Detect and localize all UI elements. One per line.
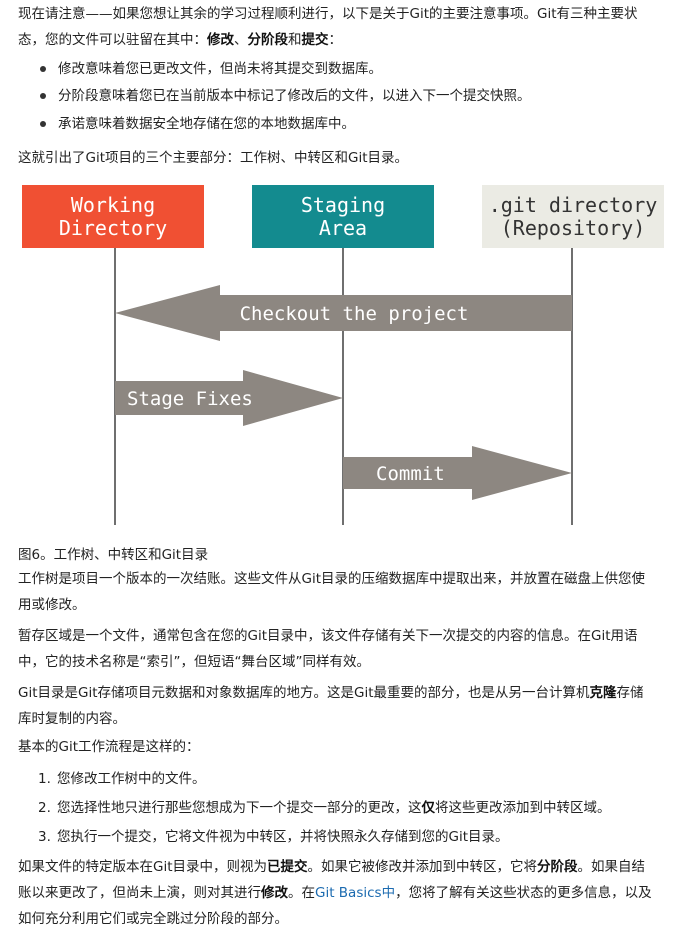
checkout-label: Checkout the project bbox=[240, 303, 469, 325]
commit-label: Commit bbox=[376, 463, 445, 485]
list-item: 1.您修改工作树中的文件。 bbox=[38, 771, 206, 787]
intro-paragraph: 现在请注意——如果您想让其余的学习过程顺利进行，以下是关于Git的主要注意事项。… bbox=[18, 1, 678, 53]
working-directory-box bbox=[22, 185, 204, 248]
list-item: 分阶段意味着您已在当前版本中标记了修改后的文件，以进入下一个提交快照。 bbox=[18, 86, 658, 106]
state-committed-term: 提交 bbox=[301, 32, 329, 48]
list-item: 修改意味着您已更改文件，但尚未将其提交到数据库。 bbox=[18, 59, 658, 79]
repository-label-1: .git directory bbox=[489, 193, 658, 217]
working-directory-label-2: Directory bbox=[59, 216, 167, 240]
intro-line-2: 态，您的文件可以驻留在其中：修改、分阶段和提交： bbox=[18, 32, 342, 48]
list-item: 承诺意味着数据安全地存储在您的本地数据库中。 bbox=[18, 114, 658, 134]
sections-intro: 这就引出了Git项目的三个主要部分：工作树、中转区和Git目录。 bbox=[18, 150, 409, 166]
staging-area-box bbox=[252, 185, 434, 248]
workflow-steps: 1.您修改工作树中的文件。 2.您选择性地只进行那些您想成为下一个提交一部分的更… bbox=[18, 769, 678, 847]
staging-area-label-1: Staging bbox=[301, 193, 385, 217]
states-list: 修改意味着您已更改文件，但尚未将其提交到数据库。 分阶段意味着您已在当前版本中标… bbox=[18, 59, 658, 134]
workflow-intro: 基本的Git工作流程是这样的： bbox=[18, 739, 200, 755]
closing-paragraph: 如果文件的特定版本在Git目录中，则视为已提交。如果它被修改并添加到中转区，它将… bbox=[18, 859, 652, 927]
state-modified-term: 修改 bbox=[207, 32, 234, 48]
git-areas-diagram: Working Directory Staging Area .git dire… bbox=[22, 185, 664, 525]
staging-paragraph: 暂存区域是一个文件，通常包含在您的Git目录中，该文件存储有关下一次提交的内容的… bbox=[18, 628, 638, 670]
state-staged-term: 分阶段 bbox=[247, 32, 289, 48]
list-item: 3.您执行一个提交，它将文件视为中转区，并将快照永久存储到您的Git目录。 bbox=[38, 829, 509, 845]
worktree-paragraph: 工作树是项目一个版本的一次结账。这些文件从Git目录的压缩数据库中提取出来，并放… bbox=[18, 571, 646, 613]
stage-fixes-label: Stage Fixes bbox=[127, 388, 253, 410]
stage-fixes-arrow bbox=[115, 370, 343, 426]
commit-arrow bbox=[343, 446, 572, 500]
list-item: 2.您选择性地只进行那些您想成为下一个提交一部分的更改，这仅将这些更改添加到中转… bbox=[38, 800, 611, 816]
working-directory-label-1: Working bbox=[71, 193, 155, 217]
staging-area-label-2: Area bbox=[319, 216, 367, 240]
repository-label-2: (Repository) bbox=[501, 216, 646, 240]
intro-line-1: 现在请注意——如果您想让其余的学习过程顺利进行，以下是关于Git的主要注意事项。… bbox=[18, 6, 638, 22]
git-basics-link[interactable]: Git Basics中 bbox=[315, 885, 396, 901]
clone-term: 克隆 bbox=[589, 685, 617, 701]
gitdir-paragraph: Git目录是Git存储项目元数据和对象数据库的地方。这是Git最重要的部分，也是… bbox=[18, 685, 644, 727]
repository-box bbox=[482, 185, 664, 248]
checkout-arrow bbox=[115, 285, 572, 341]
figure-caption: 图6。工作树、中转区和Git目录 bbox=[18, 547, 209, 563]
